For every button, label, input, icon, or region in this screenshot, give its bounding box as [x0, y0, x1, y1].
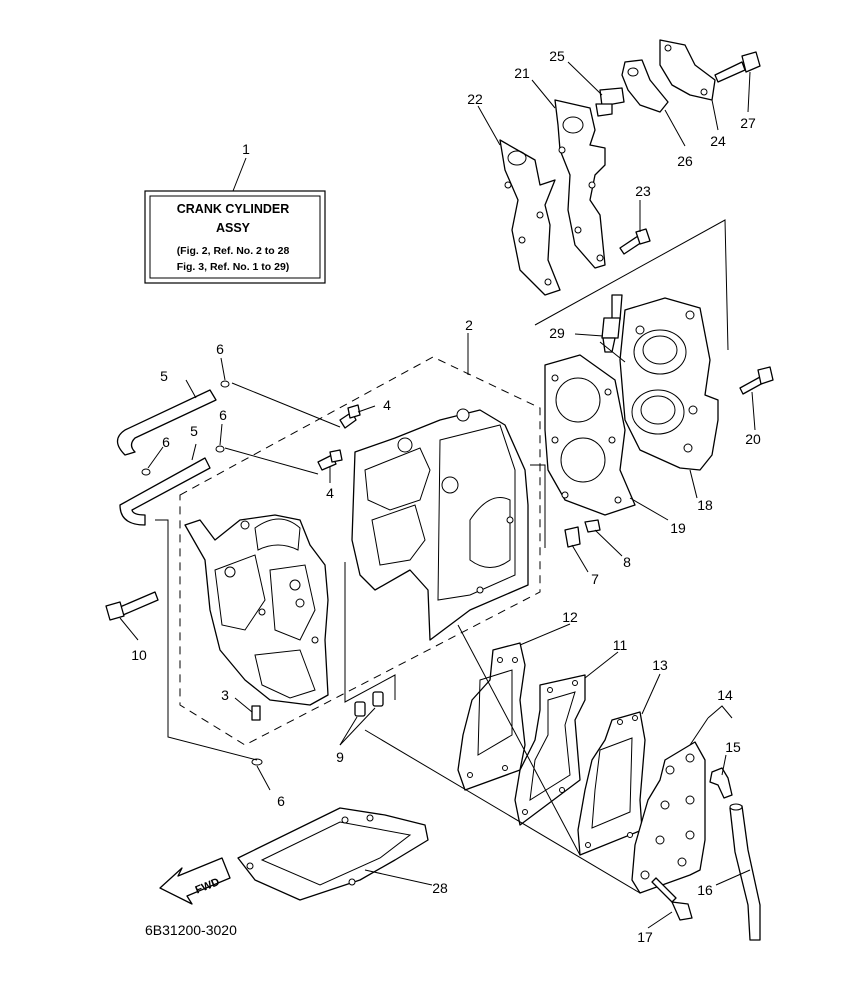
callout-5-lower: 5 — [190, 423, 198, 439]
leader-lines — [119, 61, 756, 929]
fitting-4-lower — [317, 449, 343, 471]
callout-labels: 1 2 3 4 4 5 5 6 6 6 6 7 8 9 10 11 12 13 … — [131, 48, 761, 945]
callout-7: 7 — [591, 571, 599, 587]
callout-24: 24 — [710, 133, 726, 149]
assembly-outline — [179, 356, 541, 746]
pin-3 — [251, 705, 261, 721]
cylinder-head-18 — [619, 297, 719, 471]
washer-6-b — [215, 445, 225, 453]
callout-3: 3 — [221, 687, 229, 703]
callout-5-upper: 5 — [160, 368, 168, 384]
callout-4-lower: 4 — [326, 485, 334, 501]
washer-6-c — [141, 468, 151, 476]
washer-6-d — [251, 758, 263, 766]
crankcase — [184, 514, 329, 706]
callout-11: 11 — [613, 637, 628, 653]
label-box-line1: CRANK CYLINDER — [177, 202, 290, 216]
callout-25: 25 — [549, 48, 565, 64]
diagram-code: 6B31200-3020 — [145, 922, 237, 938]
fwd-arrow-icon: FWD — [159, 857, 231, 905]
cover-21 — [554, 99, 606, 269]
callout-9: 9 — [336, 749, 344, 765]
gasket-22 — [499, 139, 561, 296]
bolt-20 — [739, 366, 774, 395]
hose-5-upper — [116, 389, 217, 456]
callout-4-upper: 4 — [383, 397, 391, 413]
callout-12: 12 — [562, 609, 578, 625]
label-box-line3: (Fig. 2, Ref. No. 2 to 28 — [177, 245, 290, 257]
callout-26: 26 — [677, 153, 693, 169]
assembly-label-box: CRANK CYLINDER ASSY (Fig. 2, Ref. No. 2 … — [144, 190, 326, 284]
clip-7 — [564, 526, 581, 548]
callout-2: 2 — [465, 317, 473, 333]
callout-18: 18 — [697, 497, 713, 513]
callout-6-b: 6 — [219, 407, 227, 423]
bolt-23 — [619, 228, 651, 255]
exhaust-cover-14 — [631, 741, 706, 894]
callout-21: 21 — [514, 65, 530, 81]
callout-27: 27 — [740, 115, 756, 131]
callout-6-d: 6 — [277, 793, 285, 809]
callout-10: 10 — [131, 647, 147, 663]
sensor-25 — [595, 87, 625, 117]
callout-28: 28 — [432, 880, 448, 896]
gasket-11 — [514, 674, 586, 826]
callout-16: 16 — [697, 882, 713, 898]
cover-24 — [659, 39, 716, 101]
bolt-17 — [651, 877, 693, 921]
washer-6-a — [220, 380, 230, 388]
callout-19: 19 — [670, 520, 686, 536]
callout-22: 22 — [467, 91, 483, 107]
callout-14: 14 — [717, 687, 733, 703]
gasket-26 — [621, 59, 669, 113]
spark-plug-29 — [601, 294, 623, 353]
callout-23: 23 — [635, 183, 651, 199]
callout-6-c: 6 — [162, 434, 170, 450]
fitting-4-upper — [339, 404, 361, 429]
callout-15: 15 — [725, 739, 741, 755]
dowel-9-a — [354, 701, 366, 717]
callout-13: 13 — [652, 657, 668, 673]
cylinder-block — [351, 408, 529, 641]
dowel-9-b — [372, 691, 384, 707]
hose-5-lower — [119, 457, 211, 526]
hose-16 — [729, 803, 761, 941]
callout-17: 17 — [637, 929, 653, 945]
callout-6-a: 6 — [216, 341, 224, 357]
callout-8: 8 — [623, 554, 631, 570]
label-box-line2: ASSY — [216, 221, 251, 235]
fitting-15 — [709, 767, 733, 799]
exhaust-gasket-28 — [237, 807, 429, 901]
bolt-27 — [714, 51, 761, 83]
head-gasket-19 — [544, 354, 636, 516]
bolt-10 — [105, 591, 159, 621]
callout-20: 20 — [745, 431, 761, 447]
callout-1: 1 — [242, 141, 250, 157]
callout-29: 29 — [549, 325, 565, 341]
gasket-12 — [457, 642, 526, 791]
gasket-13 — [577, 711, 646, 856]
label-box-line4: Fig. 3, Ref. No. 1 to 29) — [177, 261, 290, 273]
screw-8 — [584, 519, 601, 533]
